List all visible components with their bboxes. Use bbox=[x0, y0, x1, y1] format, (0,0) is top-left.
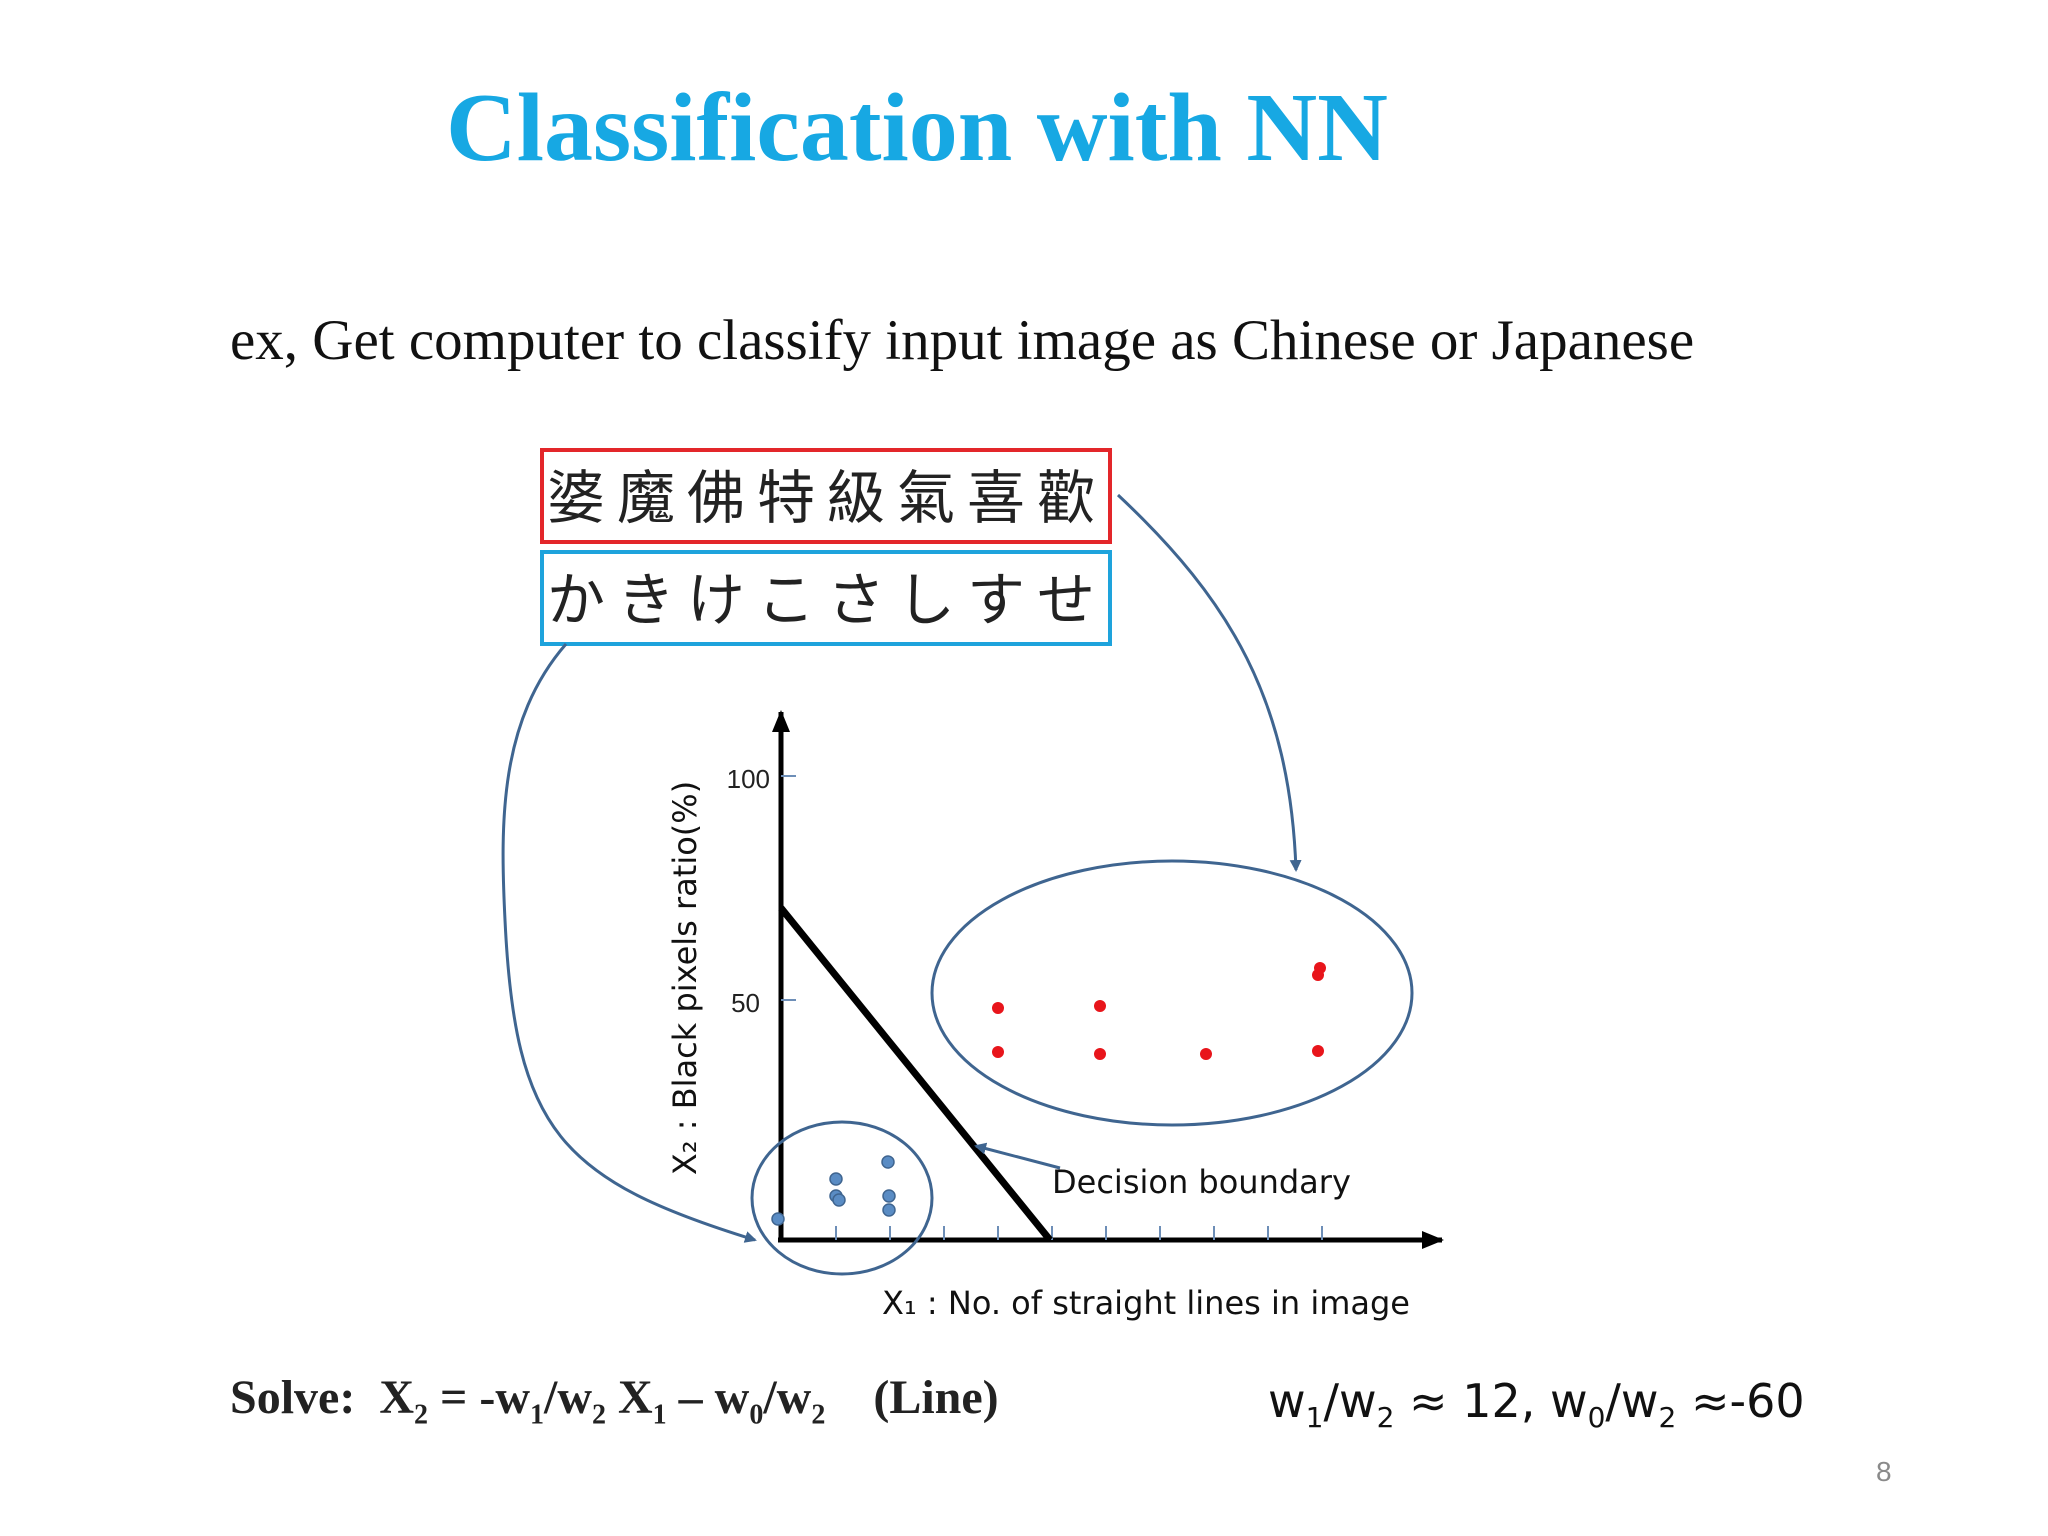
japanese-char-5: さ bbox=[827, 566, 885, 634]
chinese-point bbox=[1312, 1045, 1324, 1057]
y-tick-label-50: 50 bbox=[731, 988, 760, 1018]
japanese-char-2: き bbox=[617, 566, 675, 634]
chinese-char-8: 歡 bbox=[1037, 464, 1095, 532]
japanese-char-7: す bbox=[967, 566, 1025, 634]
japanese-char-4: こ bbox=[757, 566, 815, 634]
japanese-sample-box bbox=[540, 550, 1112, 646]
japanese-cluster-ellipse bbox=[750, 1120, 934, 1276]
chinese-char-4: 特 bbox=[757, 464, 815, 532]
x-ticks bbox=[835, 1226, 1323, 1240]
equation-suffix: (Line) bbox=[873, 1371, 999, 1424]
chinese-char-6: 氣 bbox=[897, 464, 955, 532]
decision-boundary-pointer bbox=[974, 1142, 1061, 1170]
japanese-char-1: か bbox=[547, 566, 605, 634]
arrow-chinese-to-cluster bbox=[1116, 493, 1302, 872]
y-axis-label: X₂ : Black pixels ratio(%) bbox=[666, 781, 704, 1175]
weight-ratio: w1/w2 ≈ 12, w0/w2 ≈-60 bbox=[1268, 1374, 1805, 1435]
chinese-char-7: 喜 bbox=[967, 464, 1025, 532]
japanese-point bbox=[771, 1212, 785, 1226]
decision-boundary-label: Decision boundary bbox=[1052, 1163, 1351, 1201]
decision-boundary-line bbox=[778, 905, 1053, 1243]
chinese-characters: 婆 魔 佛 特 級 氣 喜 歡 bbox=[547, 464, 1095, 532]
chinese-point bbox=[1312, 969, 1324, 981]
chinese-points bbox=[992, 962, 1326, 1060]
chinese-cluster-ellipse bbox=[930, 859, 1414, 1127]
x-axis-label: X₁ : No. of straight lines in image bbox=[882, 1284, 1410, 1322]
solve-formula: Solve: X2 = -w1/w2 X1 – w0/w2 (Line) bbox=[230, 1370, 999, 1432]
japanese-point bbox=[882, 1189, 896, 1203]
chinese-char-1: 婆 bbox=[547, 464, 605, 532]
slide-subtitle: ex, Get computer to classify input image… bbox=[230, 309, 1695, 372]
chinese-point bbox=[1094, 1000, 1106, 1012]
chinese-sample-box bbox=[540, 448, 1112, 544]
chinese-char-5: 級 bbox=[827, 464, 885, 532]
japanese-point bbox=[881, 1155, 895, 1169]
y-tick-label-100: 100 bbox=[727, 764, 770, 794]
solve-prefix: Solve: bbox=[230, 1371, 356, 1424]
japanese-point bbox=[829, 1172, 843, 1186]
japanese-point bbox=[882, 1203, 896, 1217]
chinese-char-3: 佛 bbox=[687, 464, 745, 532]
japanese-char-8: せ bbox=[1037, 566, 1095, 634]
chinese-point bbox=[992, 1046, 1004, 1058]
japanese-point bbox=[832, 1193, 846, 1207]
page-number: 8 bbox=[1876, 1456, 1892, 1487]
chinese-char-2: 魔 bbox=[617, 464, 675, 532]
japanese-char-6: し bbox=[897, 566, 955, 634]
chinese-point bbox=[992, 1002, 1004, 1014]
japanese-characters: か き け こ さ し す せ bbox=[547, 566, 1095, 634]
arrow-japanese-to-cluster bbox=[501, 643, 757, 1243]
japanese-points bbox=[771, 1155, 896, 1226]
chinese-point bbox=[1200, 1048, 1212, 1060]
chinese-point bbox=[1094, 1048, 1106, 1060]
equation: X2 = -w1/w2 X1 – w0/w2 bbox=[379, 1371, 826, 1431]
japanese-char-3: け bbox=[687, 566, 745, 634]
slide-title: Classification with NN bbox=[446, 74, 1388, 182]
